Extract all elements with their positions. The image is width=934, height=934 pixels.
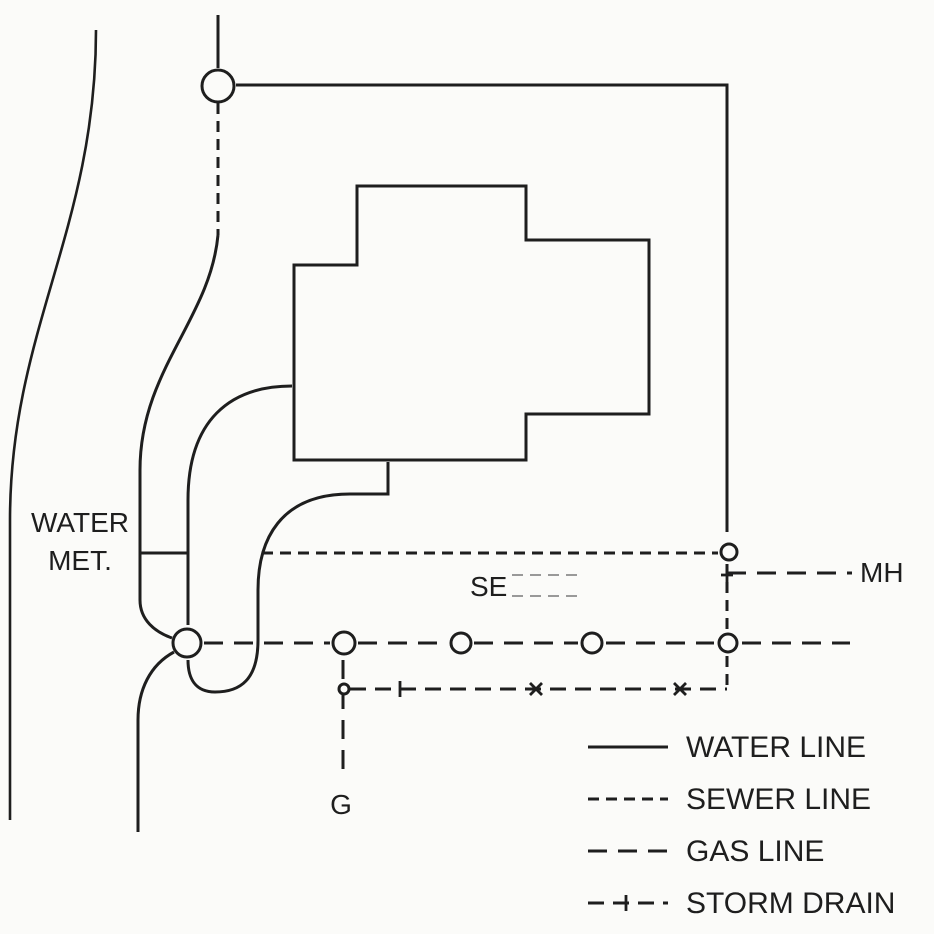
manhole-cross bbox=[721, 568, 733, 582]
gas-node-2 bbox=[449, 631, 473, 655]
gas-label: G bbox=[330, 789, 352, 820]
service-line-loop bbox=[186, 462, 390, 694]
water-meter-label-line2: MET. bbox=[48, 545, 112, 576]
sewer-label-dashes bbox=[512, 574, 580, 597]
sewer-label: SE bbox=[470, 571, 507, 602]
water-meter-label-line1: WATER bbox=[31, 507, 129, 538]
legend-label-sewer: SEWER LINE bbox=[686, 783, 871, 816]
storm-x-1 bbox=[529, 682, 543, 696]
water-line-north bbox=[236, 83, 729, 532]
legend-label-storm: STORM DRAIN bbox=[686, 887, 895, 920]
manhole-label: MH bbox=[860, 557, 904, 588]
water-line-curve-outer bbox=[138, 234, 220, 640]
main-junction-node bbox=[171, 627, 203, 659]
building-footprint bbox=[292, 184, 651, 462]
water-service-to-building bbox=[186, 384, 293, 625]
storm-x-2 bbox=[673, 682, 687, 696]
manhole-node bbox=[719, 542, 739, 562]
legend-label-water: WATER LINE bbox=[686, 731, 866, 764]
legend-label-gas: GAS LINE bbox=[686, 835, 824, 868]
gas-node-4 bbox=[717, 632, 739, 654]
gas-node-3 bbox=[580, 631, 604, 655]
legend: WATER LINE SEWER LINE GAS LINE STORM DRA… bbox=[588, 731, 895, 920]
storm-node bbox=[337, 682, 351, 696]
gas-node-1 bbox=[331, 630, 357, 656]
top-junction-node bbox=[200, 68, 236, 104]
water-line-lower bbox=[136, 650, 175, 832]
street-edge-line bbox=[8, 29, 98, 820]
